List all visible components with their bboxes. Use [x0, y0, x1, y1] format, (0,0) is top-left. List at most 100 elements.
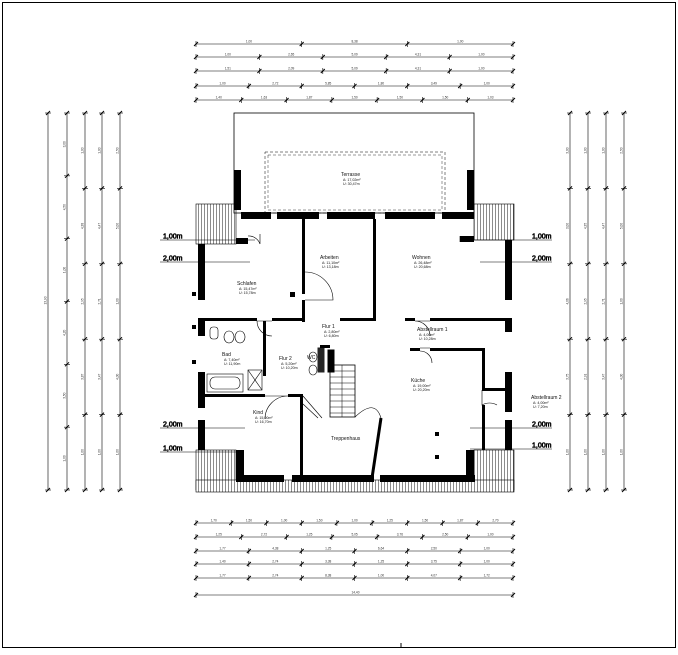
dimension-value: 1,00: [620, 449, 624, 455]
dimension-value: 1,00: [378, 574, 384, 578]
dimension-value: 3,75: [431, 560, 437, 564]
dimension-value: 1,50: [352, 96, 358, 100]
dimension-value: 1,25: [378, 560, 384, 564]
dimension-value: 4,50: [63, 204, 67, 210]
dimension-value: 1,00: [352, 519, 358, 523]
room-area: A: 17,02m²: [343, 178, 361, 182]
level-right_lower_1: 1,00m: [470, 442, 552, 450]
dimension-value: 1,00: [584, 449, 588, 455]
room-area: A: 15,00m²: [255, 416, 273, 420]
level-right_lower_2: 2,00m: [470, 421, 552, 429]
interior-walls: [192, 219, 505, 475]
terrace-outline: [233, 112, 475, 214]
dimension-value: 4,07: [431, 574, 437, 578]
dimension-value: 3,87: [81, 373, 85, 379]
dimension-value: 1,50: [316, 519, 322, 523]
dimension-value: 1,51: [225, 67, 231, 71]
dimension-value: 5,09: [352, 53, 358, 57]
level-left_upper_2: 2,00m: [160, 255, 250, 263]
level-right_upper_1: 1,00m: [470, 233, 552, 241]
door-swings: [247, 234, 498, 420]
dimension-value: 2,95: [81, 298, 85, 304]
room-area: A: 5,20m²: [281, 362, 297, 366]
dimension-value: 8,38: [352, 40, 358, 44]
dim-bottom-total: 14,40: [193, 591, 516, 598]
dimension-value: 8,38: [325, 574, 331, 578]
dimension-value: 1,87: [457, 519, 463, 523]
dim-right-2: 1,004,352,952,911,00: [584, 110, 591, 493]
room-perimeter: U: 6,80m: [324, 334, 339, 338]
dimension-value: 1,00: [487, 533, 493, 537]
dimension-value: 1,03: [487, 96, 493, 100]
dimension-value: 1,00: [116, 298, 120, 304]
dimension-value: 1,63: [261, 96, 267, 100]
room-wc: WC: [307, 355, 316, 361]
dimension-value: 1,00: [116, 449, 120, 455]
level-value: 2,00m: [163, 256, 183, 263]
dimension-value: 2,71: [98, 298, 102, 304]
dimension-value: 3,47: [602, 373, 606, 379]
dimension-value: 1,00: [81, 147, 85, 153]
room-area: A: 7,40m²: [224, 358, 240, 362]
level-value: 1,00m: [532, 443, 552, 450]
dimension-value: 2,95: [584, 298, 588, 304]
level-value: 1,00m: [163, 234, 183, 241]
dimension-value: 1,25: [216, 533, 222, 537]
room-name: Kind: [253, 410, 263, 416]
dimension-value: 1,00: [281, 519, 287, 523]
dimension-value: 1,25: [387, 519, 393, 523]
room-name: Flur 2: [279, 356, 292, 362]
dimension-value: 1,00: [602, 147, 606, 153]
dimension-value: 2,91: [584, 373, 588, 379]
dimension-value: 1,00: [98, 449, 102, 455]
dim-left-total: 13,90: [44, 110, 51, 493]
dimension-value: 6,64: [378, 547, 384, 551]
dimension-value: 1,00: [225, 53, 231, 57]
level-left_lower_2: 2,00m: [160, 421, 245, 429]
dim-left-3: 1,004,472,713,471,00: [98, 110, 105, 493]
dimension-value: 4,47: [602, 223, 606, 229]
dimension-value: 2,74: [272, 574, 278, 578]
dimension-value: 1,77: [219, 574, 225, 578]
dimension-value: 2,65: [288, 53, 294, 57]
dimension-value: 1,40: [219, 560, 225, 564]
dim-right-1: 3,003,004,063,751,00: [566, 110, 573, 493]
level-left_upper_1: 1,00m: [160, 233, 255, 241]
room-area: A: 15,47m²: [239, 287, 257, 291]
dimension-value: 5,05: [352, 533, 358, 537]
level-value: 1,00m: [532, 234, 552, 241]
dimension-value: 1,25: [306, 533, 312, 537]
room-name: Bad: [222, 352, 231, 358]
room-name: Wohnen: [412, 255, 431, 261]
room-area: A: 4,00m²: [419, 333, 435, 337]
dimension-value: 2,70: [492, 519, 498, 523]
dimension-value: 2,72: [272, 82, 278, 86]
room-perimeter: U: 13,18m: [322, 265, 339, 269]
dimension-value: 4,38: [81, 223, 85, 229]
level-value: 2,00m: [532, 256, 552, 263]
dimension-value: 1,00: [63, 267, 67, 273]
level-value: 2,00m: [163, 422, 183, 429]
dimension-value: 1,00: [219, 82, 225, 86]
room-area: A: 4,00m²: [533, 401, 549, 405]
room-treppenhaus: Treppenhaus: [331, 436, 361, 442]
room-name: WC: [307, 355, 316, 361]
room-perimeter: U: 10,28m: [419, 337, 436, 341]
dimension-value: 3,50: [63, 392, 67, 398]
room-name: Küche: [411, 378, 425, 384]
room-area: A: 26,48m²: [414, 261, 432, 265]
